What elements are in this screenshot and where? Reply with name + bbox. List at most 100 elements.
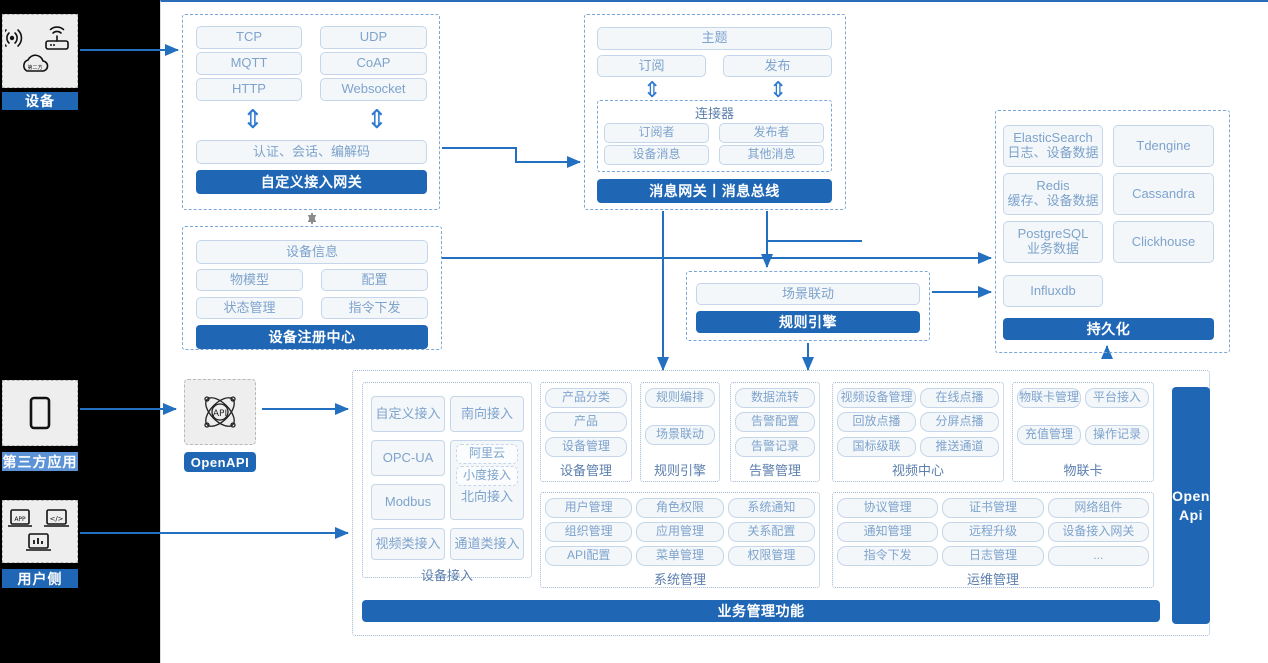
connector-title: 连接器 [694,106,734,121]
chip-store-clickhouse[interactable]: Clickhouse [1113,221,1214,263]
chip-系统管理-2[interactable]: 系统通知 [727,498,815,518]
bar-openapi[interactable]: OpenAPI [184,452,256,472]
chip-store-elasticsearch[interactable]: ElasticSearch 日志、设备数据 [1003,125,1103,167]
chip-运维管理-2[interactable]: 网络组件 [1047,498,1149,518]
chip-scene-linkage[interactable]: 场景联动 [696,283,920,305]
chip-运维管理-7[interactable]: 日志管理 [942,546,1044,566]
chip-store-postgresql[interactable]: PostgreSQL 业务数据 [1003,221,1103,263]
group-label: 设备管理 [559,463,612,478]
chip-publish[interactable]: 发布 [723,55,832,77]
chip-系统管理-4[interactable]: 应用管理 [636,522,724,542]
chip-告警管理-0[interactable]: 数据流转 [735,388,815,408]
chip-物联卡-2[interactable]: 充值管理 [1017,424,1081,445]
rail-label-third-party: 第三方应用 [2,452,78,471]
bar-open-api-vertical[interactable]: Open Api [1172,387,1210,624]
chip-custom-access[interactable]: 自定义接入 [371,396,445,432]
bar-message-gateway[interactable]: 消息网关丨消息总线 [597,179,832,203]
chip-物联卡-0[interactable]: 物联卡管理 [1017,388,1081,408]
updown-arrow-icon-right: ⇕ [366,104,388,134]
svg-text:</>: </> [49,515,63,523]
chip-protocol-coap[interactable]: CoAP [320,52,427,75]
chip-protocol-websocket[interactable]: Websocket [320,78,427,101]
updown-arrow-icon-subscribe: ⇕ [643,77,662,102]
chip-southbound-access[interactable]: 南向接入 [450,396,524,432]
chip-opc-ua[interactable]: OPC-UA [371,440,445,476]
chip-connector-subscriber[interactable]: 订阅者 [604,123,709,143]
chip-系统管理-6[interactable]: API配置 [545,546,633,566]
chip-device-info[interactable]: 设备信息 [196,240,428,264]
chip-运维管理-0[interactable]: 协议管理 [837,498,939,518]
chip-connector-publisher[interactable]: 发布者 [719,123,824,143]
chip-设备管理-0[interactable]: 产品分类 [545,388,627,408]
group-rule-engine [686,271,930,341]
group-video-center: 视频设备管理在线点播回放点播分屏点播国标级联推送通道视频中心 [832,382,1004,482]
chip-modbus[interactable]: Modbus [371,484,445,520]
chip-系统管理-0[interactable]: 用户管理 [545,498,633,518]
chip-物联卡-1[interactable]: 平台接入 [1085,388,1149,408]
group-alarm-management: 数据流转告警配置告警记录告警管理 [730,382,820,482]
chip-物联卡-3[interactable]: 操作记录 [1085,424,1149,445]
chip-store-tdengine[interactable]: Tdengine [1113,125,1214,167]
bar-business-functions[interactable]: 业务管理功能 [362,600,1160,622]
rail-tile-third-party [2,380,78,446]
chip-store-influxdb[interactable]: Influxdb [1003,275,1103,307]
chip-运维管理-5[interactable]: 设备接入网关 [1047,522,1149,542]
chip-protocol-mqtt[interactable]: MQTT [196,52,302,75]
chip-运维管理-3[interactable]: 通知管理 [837,522,939,542]
chip-规则引擎-1[interactable]: 场景联动 [645,424,715,445]
group-box: 视频设备管理在线点播回放点播分屏点播国标级联推送通道视频中心 [832,382,1004,482]
store-sub: 缓存、设备数据 [1007,193,1099,208]
chip-connector-other-message[interactable]: 其他消息 [719,145,824,165]
chip-config[interactable]: 配置 [321,269,428,291]
chip-视频中心-5[interactable]: 推送通道 [920,436,999,457]
chip-系统管理-5[interactable]: 关系配置 [727,522,815,542]
chip-系统管理-3[interactable]: 组织管理 [545,522,633,542]
chip-系统管理-8[interactable]: 权限管理 [727,546,815,566]
chip-auth-session-codec[interactable]: 认证、会话、编解码 [196,140,427,164]
chip-channel-access[interactable]: 通道类接入 [450,528,524,560]
chip-video-access[interactable]: 视频类接入 [371,528,445,560]
group-label: 物联卡 [1063,463,1103,478]
chip-thing-model[interactable]: 物模型 [196,269,303,291]
bar-custom-gateway[interactable]: 自定义接入网关 [196,170,427,194]
chip-topic[interactable]: 主题 [597,27,832,50]
bar-persistence[interactable]: 持久化 [1003,318,1214,340]
chip-aliyun[interactable]: 阿里云 [456,444,518,464]
chip-视频中心-1[interactable]: 在线点播 [920,388,999,408]
chip-视频中心-4[interactable]: 国标级联 [837,436,916,457]
chip-protocol-udp[interactable]: UDP [320,26,427,49]
chip-运维管理-6[interactable]: 指令下发 [837,546,939,566]
chip-运维管理-8[interactable]: ... [1047,546,1149,566]
group-iot-card: 物联卡管理平台接入充值管理操作记录物联卡 [1012,382,1154,482]
group-box: 产品分类产品设备管理设备管理 [540,382,632,482]
chip-store-cassandra[interactable]: Cassandra [1113,173,1214,215]
chip-视频中心-3[interactable]: 分屏点播 [920,412,999,433]
chip-connector-device-message[interactable]: 设备消息 [604,145,709,165]
bar-device-registry[interactable]: 设备注册中心 [196,325,428,349]
store-name: PostgreSQL [1017,226,1089,242]
chip-store-redis[interactable]: Redis 缓存、设备数据 [1003,173,1103,215]
chip-运维管理-1[interactable]: 证书管理 [942,498,1044,518]
chip-command-dispatch[interactable]: 指令下发 [321,297,428,319]
chip-告警管理-1[interactable]: 告警配置 [735,412,815,433]
chip-state-management[interactable]: 状态管理 [196,297,303,319]
chip-subscribe[interactable]: 订阅 [597,55,706,77]
chip-规则引擎-0[interactable]: 规则编排 [645,388,715,408]
group-box: 规则编排场景联动规则引擎 [640,382,720,482]
updown-arrow-icon-left: ⇕ [242,104,264,134]
chip-运维管理-4[interactable]: 远程升级 [942,522,1044,542]
chip-xiaodu-access[interactable]: 小度接入 [456,466,518,486]
chip-设备管理-1[interactable]: 产品 [545,412,627,433]
chip-protocol-http[interactable]: HTTP [196,78,302,101]
chip-protocol-tcp[interactable]: TCP [196,26,302,49]
group-device-access [362,382,532,578]
group-ops-management: 协议管理证书管理网络组件通知管理远程升级设备接入网关指令下发日志管理...运维管… [832,492,1154,588]
chip-northbound-access[interactable]: 阿里云 小度接入 北向接入 [450,440,524,520]
chip-设备管理-2[interactable]: 设备管理 [545,436,627,457]
chip-告警管理-2[interactable]: 告警记录 [735,436,815,457]
chip-系统管理-7[interactable]: 菜单管理 [636,546,724,566]
bar-rule-engine[interactable]: 规则引擎 [696,311,920,333]
chip-视频中心-0[interactable]: 视频设备管理 [837,388,916,408]
chip-视频中心-2[interactable]: 回放点播 [837,412,916,433]
chip-系统管理-1[interactable]: 角色权限 [636,498,724,518]
